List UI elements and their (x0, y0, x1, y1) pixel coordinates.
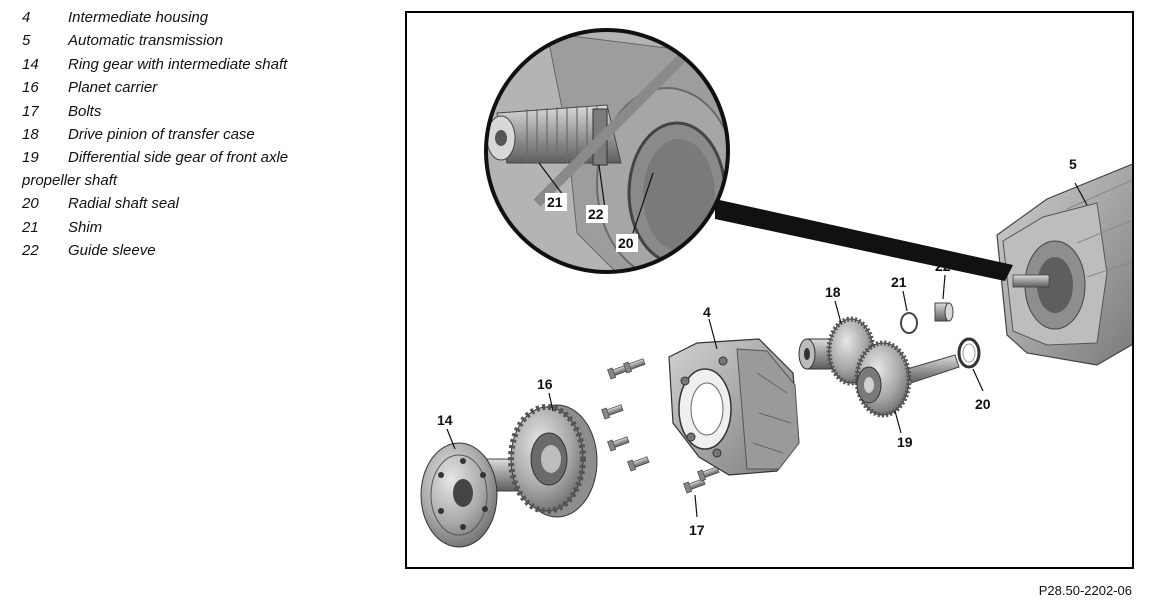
callout-4: 4 (703, 304, 711, 320)
leader-line (708, 318, 718, 350)
legend-number: 5 (22, 32, 31, 50)
leader-line (694, 494, 698, 518)
legend-text: Bolts (68, 102, 102, 120)
callout-20: 20 (975, 396, 991, 412)
detail-view: 21 22 20 (484, 28, 730, 274)
legend-number: 16 (22, 79, 39, 97)
legend-item: 5 Automatic transmission (22, 29, 362, 52)
legend-text: Intermediate housing (68, 9, 209, 26)
intermediate-housing (668, 338, 800, 476)
leader-line (834, 300, 842, 324)
legend-text: Shim (68, 218, 103, 236)
callout-18: 18 (825, 284, 841, 300)
callout-22-detail: 22 (588, 206, 604, 222)
legend-item: 19 Differential side gear of front axle (22, 146, 362, 169)
leader-line (894, 410, 902, 434)
legend-item-continuation: propeller shaft (22, 169, 362, 192)
legend-number: 19 (22, 149, 39, 167)
legend-text: Automatic transmission (68, 32, 224, 50)
shim (900, 312, 918, 334)
callout-17: 17 (689, 522, 705, 538)
leader-line (446, 428, 456, 450)
bolts (601, 358, 720, 494)
figure-reference: P28.50-2202-06 (1038, 583, 1132, 598)
callout-20-detail: 20 (618, 235, 634, 251)
legend-item: 18 Drive pinion of transfer case (22, 123, 362, 146)
zoom-connector (715, 199, 1013, 281)
legend-number: 21 (22, 218, 39, 236)
callout-5: 5 (1069, 156, 1077, 172)
legend-item: 20 Radial shaft seal (22, 192, 362, 215)
legend-text: Differential side gear of front axle (68, 149, 289, 167)
legend-item: 16 Planet carrier (22, 76, 362, 99)
legend-number: 4 (22, 9, 31, 26)
callout-14: 14 (437, 412, 453, 428)
callout-bg (616, 234, 638, 252)
legend-item: 22 Guide sleeve (22, 239, 362, 262)
legend-item: 21 Shim (22, 216, 362, 239)
legend-text: Planet carrier (68, 79, 158, 97)
legend-item: 17 Bolts (22, 100, 362, 123)
legend-number: 14 (22, 55, 39, 73)
differential-side-gear (854, 340, 960, 418)
legend-number: 18 (22, 125, 39, 143)
callout-21-detail: 21 (547, 194, 563, 210)
callout-19: 19 (897, 434, 913, 450)
legend-text: Drive pinion of transfer case (68, 125, 255, 143)
parts-legend: 4 Intermediate housing 5 Automatic transmi… (22, 6, 362, 262)
leader-line (1074, 182, 1088, 206)
legend-item: 14 Ring gear with intermediate shaft (22, 53, 362, 76)
callout-22: 22 (935, 258, 951, 274)
legend-number: 20 (22, 195, 39, 213)
legend-item: 4 Intermediate housing (22, 6, 362, 29)
callout-bg (586, 205, 608, 223)
callout-16: 16 (537, 376, 553, 392)
exploded-view-drawing: 21 22 20 14 (420, 28, 1132, 548)
legend-text: Ring gear with intermediate shaft (68, 55, 288, 73)
radial-shaft-seal (957, 337, 981, 369)
exploded-view-figure: 21 22 20 14 (405, 11, 1134, 569)
leader-line (548, 392, 554, 412)
planet-carrier (508, 404, 598, 518)
leader-line (632, 172, 654, 234)
leader-line (538, 162, 564, 196)
guide-sleeve (934, 302, 954, 322)
leader-line (972, 368, 984, 392)
legend-number: 17 (22, 102, 39, 120)
callout-21: 21 (891, 274, 907, 290)
legend-text: Radial shaft seal (68, 195, 179, 213)
leader-line (598, 164, 606, 210)
legend-text: Guide sleeve (68, 241, 156, 259)
automatic-transmission (996, 163, 1132, 366)
leader-line (942, 274, 946, 300)
legend-text: propeller shaft (22, 171, 118, 189)
legend-number: 22 (22, 241, 39, 259)
callout-bg (545, 193, 567, 211)
leader-line (902, 290, 908, 312)
